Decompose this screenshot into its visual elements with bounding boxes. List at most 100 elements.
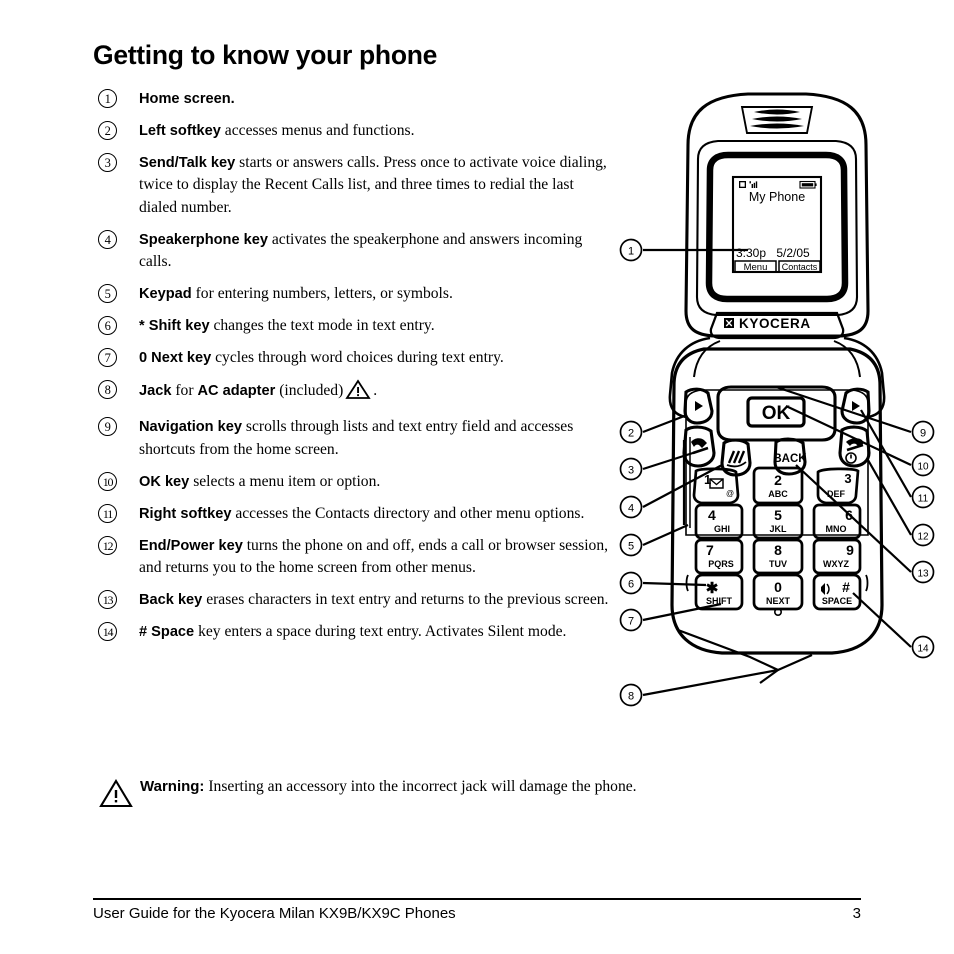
svg-text:1: 1 bbox=[628, 246, 634, 258]
battery-icon bbox=[799, 180, 817, 189]
list-item-text: Jack for AC adapter (included). bbox=[139, 378, 613, 407]
leader-4 bbox=[642, 464, 723, 508]
earpiece-bar-1 bbox=[754, 109, 800, 115]
callout-number: 4 bbox=[98, 229, 117, 249]
list-item-text: Navigation key scrolls through lists and… bbox=[139, 416, 613, 461]
list-item-text: Right softkey accesses the Contacts dire… bbox=[139, 503, 613, 525]
key-5-letters: JKL bbox=[769, 524, 787, 534]
list-item-lead: # Space bbox=[139, 623, 195, 640]
phone-screen: My Phone 3:30p 5/2/05 Menu Contacts bbox=[731, 175, 823, 274]
list-item-rest: scrolls through lists and text entry fie… bbox=[139, 418, 574, 458]
svg-text:8: 8 bbox=[628, 691, 634, 703]
left-softkey bbox=[683, 387, 714, 425]
key-9: 9 WXYZ bbox=[812, 538, 862, 575]
key-1-outline bbox=[692, 467, 740, 505]
footer-title: User Guide for the Kyocera Milan KX9B/KX… bbox=[93, 905, 456, 922]
end-key-outline bbox=[838, 425, 871, 468]
warning-body: Inserting an accessory into the incorrec… bbox=[204, 778, 637, 795]
svg-text:12: 12 bbox=[917, 532, 929, 543]
key-8-letters: TUV bbox=[769, 559, 787, 569]
ok-key bbox=[746, 396, 806, 428]
list-item-lead: * Shift key bbox=[139, 317, 210, 334]
list-item-lead: Right softkey bbox=[139, 505, 232, 522]
screen-time: 3:30p bbox=[736, 246, 766, 260]
list-item-lead: Left softkey bbox=[139, 122, 221, 139]
callout-bubble-9: 9 bbox=[911, 420, 935, 444]
list-item: 13 Back key erases characters in text en… bbox=[93, 589, 613, 611]
leader-6 bbox=[642, 581, 707, 587]
key-2-outline bbox=[752, 466, 804, 505]
key-5-outline bbox=[752, 503, 804, 540]
key-9-digit: 9 bbox=[846, 542, 854, 558]
key-2-letters: ABC bbox=[768, 489, 788, 499]
earpiece-bar-3 bbox=[750, 123, 804, 129]
key-8: 8 TUV bbox=[752, 538, 804, 575]
back-key: BACK bbox=[773, 437, 807, 476]
page-title: Getting to know your phone bbox=[93, 40, 438, 70]
callout-bubble-10: 10 bbox=[911, 453, 935, 477]
warning-lead: Warning: bbox=[140, 778, 205, 795]
callout-number: 10 bbox=[98, 471, 117, 491]
brand-name: KYOCERA bbox=[739, 316, 811, 331]
list-item-tail: . bbox=[373, 381, 378, 399]
svg-text:13: 13 bbox=[917, 569, 929, 580]
callout-number: 13 bbox=[98, 589, 117, 609]
key-4: 4 GHI bbox=[694, 503, 744, 540]
key-7: 7 PQRS bbox=[694, 538, 744, 575]
list-item-text: * Shift key changes the text mode in tex… bbox=[139, 315, 613, 337]
list-item-lead: Back key bbox=[139, 591, 203, 608]
list-item-lead: Send/Talk key bbox=[139, 154, 236, 171]
leader-11 bbox=[860, 409, 912, 498]
list-item-lead: End/Power key bbox=[139, 537, 243, 554]
screen-date: 5/2/05 bbox=[776, 246, 810, 260]
callout-bubble-4: 4 bbox=[619, 495, 643, 519]
key-3-letters: DEF bbox=[827, 489, 846, 499]
callout-bubbles: 1 2 3 4 5 bbox=[619, 238, 935, 707]
callout-bubble-14: 14 bbox=[911, 635, 935, 659]
hinge-right bbox=[843, 336, 886, 419]
key-1-digit: 1 bbox=[704, 472, 711, 487]
callout-number: 11 bbox=[98, 503, 117, 523]
list-item-mid: for bbox=[171, 381, 198, 399]
key-hash-letters: SPACE bbox=[822, 596, 852, 606]
earpiece-bar-2 bbox=[752, 116, 802, 122]
key-8-outline bbox=[752, 538, 804, 575]
voicemail-envelope-icon bbox=[709, 478, 724, 489]
phone-upper-flip bbox=[684, 92, 870, 338]
list-item: 2 Left softkey accesses menus and functi… bbox=[93, 120, 613, 142]
right-softkey-arrow-icon bbox=[852, 401, 860, 411]
screen-softkey-left-box bbox=[734, 260, 777, 273]
callout-number: 9 bbox=[98, 417, 117, 437]
warning-triangle-icon bbox=[99, 778, 133, 813]
callout-number: 8 bbox=[98, 379, 117, 399]
list-item-lead: Navigation key bbox=[139, 419, 243, 436]
side-slot-left bbox=[685, 574, 689, 592]
key-hash-outline bbox=[812, 573, 862, 611]
key-6: 6 MNO bbox=[812, 503, 862, 540]
list-item: 12 End/Power key turns the phone on and … bbox=[93, 535, 613, 580]
left-softkey-arrow-icon bbox=[695, 401, 703, 411]
callout-number: 12 bbox=[98, 535, 117, 555]
key-6-letters: MNO bbox=[826, 524, 847, 534]
list-item-text: Speakerphone key activates the speakerph… bbox=[139, 229, 613, 274]
key-1: 1 @ bbox=[692, 467, 740, 505]
screen-frame bbox=[705, 151, 849, 303]
screen-lcd-area bbox=[731, 175, 823, 274]
footer-divider bbox=[93, 898, 861, 900]
key-star-shift: ✱ SHIFT bbox=[694, 573, 744, 611]
list-item-lead: Jack bbox=[139, 382, 172, 399]
speakerphone-waves-icon bbox=[726, 450, 747, 468]
list-item-rest: activates the speakerphone and answers i… bbox=[139, 230, 583, 270]
send-talk-key bbox=[682, 425, 716, 468]
list-item-lead: Speakerphone key bbox=[139, 231, 268, 248]
screen-softkey-right-label: Contacts bbox=[782, 262, 818, 272]
key-7-digit: 7 bbox=[706, 542, 714, 558]
flip-inner-bezel bbox=[695, 139, 859, 317]
hinge-right-inner bbox=[833, 340, 861, 378]
back-key-outline bbox=[773, 437, 807, 476]
hinge-left-inner bbox=[693, 340, 721, 378]
list-item: 4 Speakerphone key activates the speaker… bbox=[93, 229, 613, 274]
key-3-digit: 3 bbox=[844, 471, 851, 486]
leader-13 bbox=[795, 464, 912, 573]
silent-mode-icon bbox=[821, 583, 830, 595]
